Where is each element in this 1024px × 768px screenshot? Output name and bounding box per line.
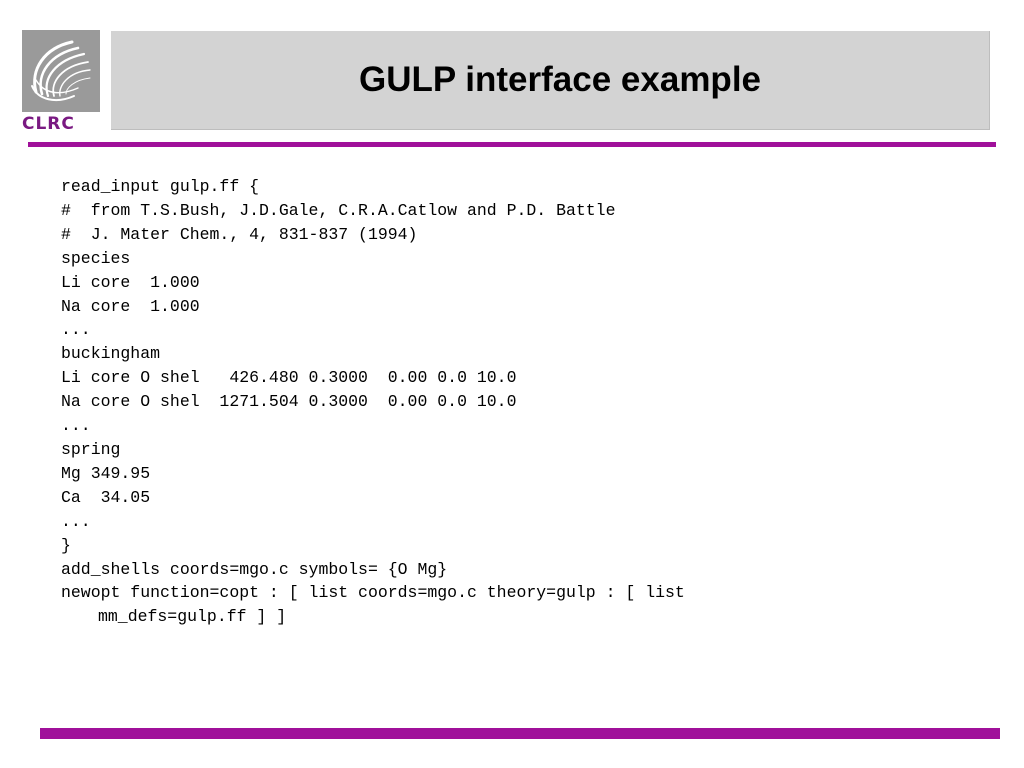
code-line: spring: [61, 439, 121, 459]
swirl-icon: [22, 30, 100, 112]
code-line: Li core O shel 426.480 0.3000 0.00 0.0 1…: [61, 368, 517, 388]
title-bar: GULP interface example: [111, 31, 990, 130]
code-line: read_input gulp.ff {: [61, 177, 260, 196]
code-line: # from T.S.Bush, J.D.Gale, C.R.A.Catlow …: [61, 200, 616, 220]
page-title: GULP interface example: [358, 60, 762, 99]
code-line: Ca 34.05: [61, 487, 151, 507]
code-line: Na core O shel 1271.504 0.3000 0.00 0.0 …: [61, 392, 517, 412]
code-line: Mg 349.95: [61, 463, 151, 483]
top-divider: [28, 142, 996, 147]
code-line: buckingham: [61, 344, 161, 364]
logo-text: CLRC: [22, 114, 75, 134]
code-line: newopt function=copt : [ list coords=mgo…: [61, 583, 685, 603]
code-line: Na core 1.000: [61, 296, 200, 316]
code-line-continuation: mm_defs=gulp.ff ] ]: [98, 607, 287, 627]
bottom-divider: [40, 728, 1000, 739]
code-line: Li core 1.000: [61, 272, 200, 292]
code-line: ...: [61, 320, 91, 340]
code-line: }: [61, 535, 71, 555]
code-block: read_input gulp.ff { # from T.S.Bush, J.…: [61, 175, 961, 629]
code-line: ...: [61, 416, 91, 436]
code-line: ...: [61, 511, 91, 531]
code-line: species: [61, 248, 131, 268]
code-line: add_shells coords=mgo.c symbols= {O Mg}: [61, 559, 448, 579]
clrc-logo: CLRC: [22, 30, 102, 134]
logo-emblem: [22, 30, 100, 112]
code-line: # J. Mater Chem., 4, 831-837 (1994): [61, 224, 418, 244]
